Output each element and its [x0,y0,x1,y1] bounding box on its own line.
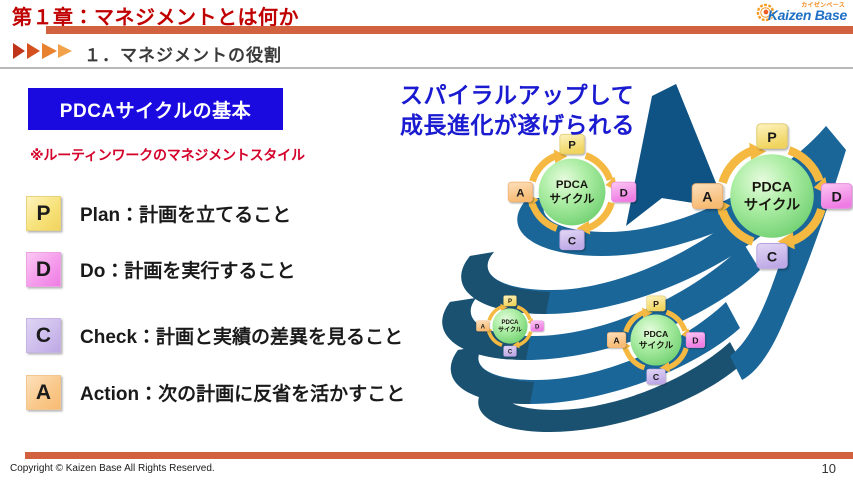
section-divider [0,67,853,69]
pdca-item-do: D Do：計画を実行すること [26,252,295,287]
pdca-label-do: Do：計画を実行すること [80,261,296,282]
pdca-item-check: C Check：計画と実績の差異を見ること [26,318,403,353]
pdca-banner: PDCAサイクルの基本 [28,88,283,130]
pdca-chip-a: A [26,375,61,410]
pdca-item-plan: P Plan：計画を立てること [26,196,291,231]
brand-logo: カイゼンベース Kaizen Base [743,0,849,26]
spiral-headline: スパイラルアップして 成長進化が遂げられる [400,82,635,139]
pdca-item-action: A Action：次の計画に反省を活かすこと [26,375,405,410]
section-title: １．マネジメントの役割 [84,46,282,65]
sun-gear-icon [756,3,775,22]
logo-name-text: Kaizen Base [767,7,847,23]
title-underline-bar [46,26,853,34]
pdca-label-check: Check：計画と実績の差異を見ること [80,327,404,348]
pdca-banner-label: PDCAサイクルの基本 [59,100,252,122]
triple-chevron-right-icon [13,43,72,59]
copyright-text: Copyright © Kaizen Base All Rights Reser… [10,463,215,474]
pdca-label-action: Action：次の計画に反省を活かすこと [80,384,406,405]
pdca-chip-c: C [26,318,61,353]
pdca-chip-p: P [26,196,61,231]
logo-kana-text: カイゼンベース [801,3,845,9]
upward-spiral-arrow-icon: PDCA サイクル P D C [442,84,853,432]
pdca-chip-d: D [26,252,61,287]
chapter-title: 第１章：マネジメントとは何か [12,7,299,29]
footer-bar [25,452,853,459]
routine-work-note: ※ルーティンワークのマネジメントスタイル [30,147,305,163]
pdca-label-plan: Plan：計画を立てること [80,205,292,226]
page-number: 10 [821,461,836,476]
